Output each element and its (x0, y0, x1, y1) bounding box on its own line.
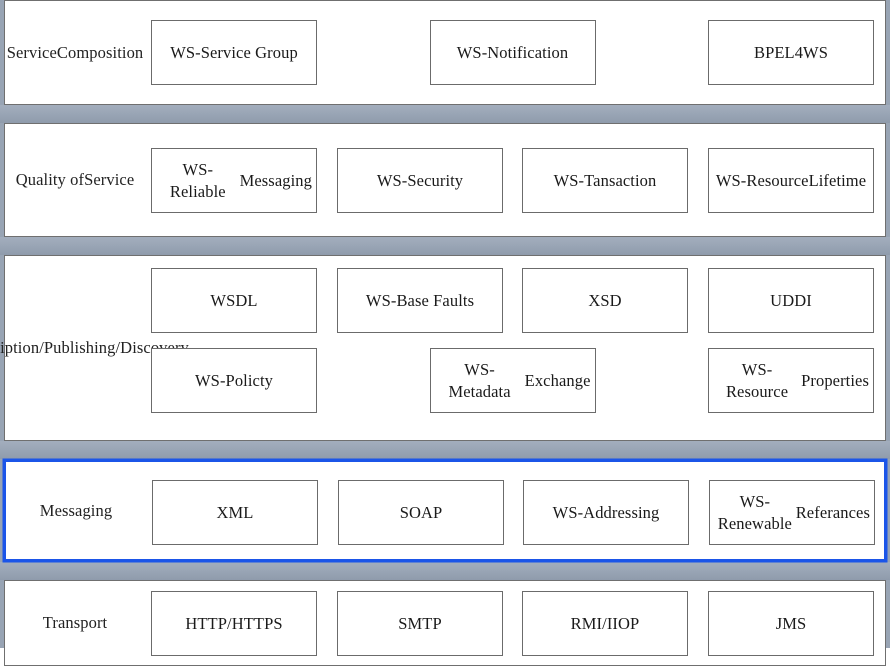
layer-messaging: Messaging XML SOAP WS-Addressing WS-Renewabl… (3, 459, 887, 562)
layer-description-publishing-discovery: Description/Publishing/DiscoveryWSDLWS-B… (0, 255, 886, 441)
node-jms[interactable]: JMS (708, 591, 874, 656)
node-ws-policty[interactable]: WS-Policty (151, 348, 317, 413)
node-ws-notification[interactable]: WS-Notification (429, 20, 596, 85)
layer-transport: Transport HTTP/HTTPS SMTP RMI/IIOP JMS (4, 580, 886, 666)
layer-separator-band (0, 562, 890, 580)
node-ws-tansaction[interactable]: WS-Tansaction (522, 148, 688, 213)
layer-nodes-description-publishing-discovery: WSDL WS-Base Faults XSD UDDI WS-Policty WS-Me… (5, 256, 885, 440)
node-uddi[interactable]: UDDI (708, 268, 874, 333)
layer-separator-band (0, 237, 890, 255)
node-smtp[interactable]: SMTP (337, 591, 503, 656)
node-ws-service-group[interactable]: WS-Service Group (151, 20, 317, 85)
node-http-https[interactable]: HTTP/HTTPS (151, 591, 317, 656)
node-ws-addressing[interactable]: WS-Addressing (523, 480, 689, 545)
layer-separator-band (0, 441, 890, 459)
node-wsdl[interactable]: WSDL (151, 268, 317, 333)
layer-nodes-service-composition: WS-Service Group WS-Notification BPEL4WS (5, 1, 885, 104)
node-ws-base-faults[interactable]: WS-Base Faults (337, 268, 503, 333)
layer-label-transport: Transport (42, 613, 108, 633)
node-xsd[interactable]: XSD (522, 268, 688, 333)
layer-label-messaging: Messaging (39, 500, 113, 520)
node-xml[interactable]: XML (152, 480, 318, 545)
layer-nodes-transport: HTTP/HTTPS SMTP RMI/IIOP JMS (5, 581, 885, 665)
layer-separator-band (0, 105, 890, 123)
node-rmi-iiop[interactable]: RMI/IIOP (522, 591, 688, 656)
node-bpel4ws[interactable]: BPEL4WS (708, 20, 874, 85)
node-soap[interactable]: SOAP (338, 480, 504, 545)
node-ws-security[interactable]: WS-Security (337, 148, 503, 213)
